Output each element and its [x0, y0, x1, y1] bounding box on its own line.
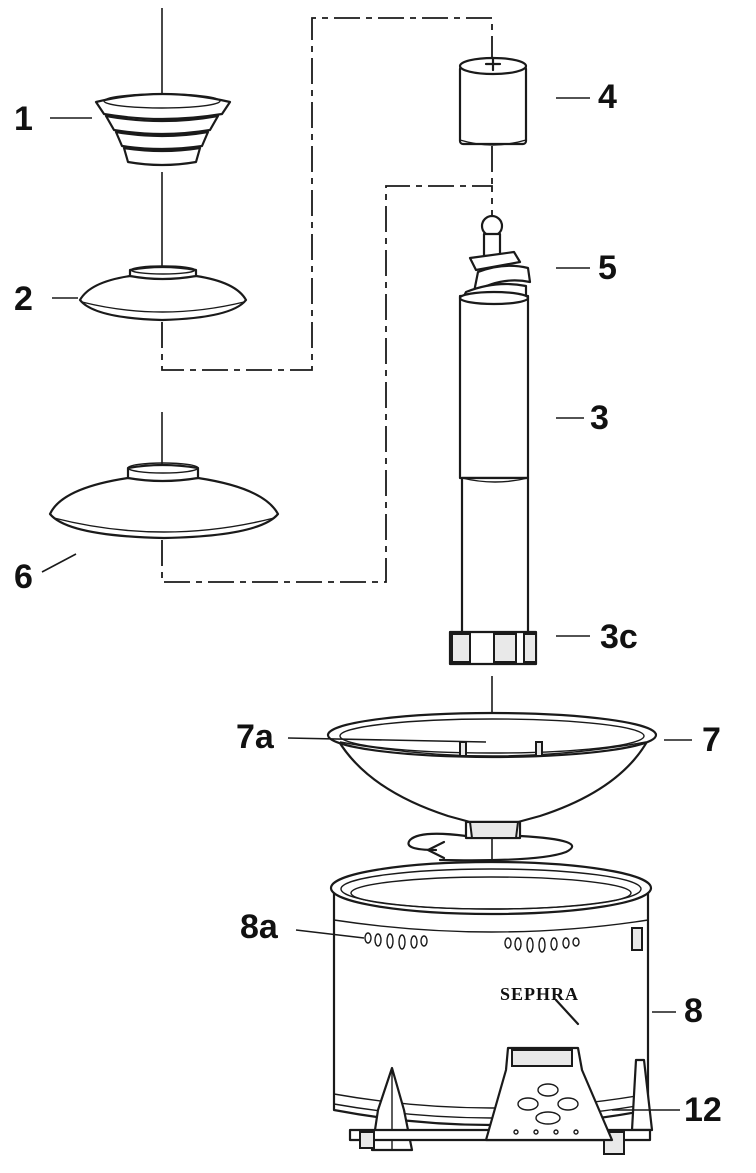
leader-6 [41, 553, 77, 573]
part-5-auger [460, 214, 532, 302]
leader-8a [295, 929, 365, 939]
leader-7a [287, 737, 487, 743]
connector-6-to-5 [161, 185, 493, 583]
callout-8a: 8a [240, 908, 278, 946]
part-1-top-cap [94, 92, 232, 167]
part-3c-base-tabs [448, 630, 538, 666]
part-7-bowl [326, 711, 658, 840]
brand-logo-text: SEPHRA [500, 984, 580, 1004]
callout-7: 7 [702, 721, 721, 759]
callout-5: 5 [598, 249, 617, 287]
callout-4: 4 [598, 78, 617, 116]
callout-12: 12 [684, 1091, 722, 1129]
callout-8: 8 [684, 992, 703, 1030]
vent-slots [364, 932, 580, 953]
part-4-cylinder-cap [458, 56, 528, 146]
callout-3c: 3c [600, 618, 638, 656]
control-panel [484, 1046, 614, 1142]
part-8-base-housing [329, 860, 653, 1127]
part-3-tower [458, 290, 530, 638]
callout-6: 6 [14, 558, 33, 596]
callout-2: 2 [14, 280, 33, 318]
callout-7a: 7a [236, 718, 274, 756]
part-6-large-lid [48, 462, 280, 540]
brand-swoosh [554, 998, 580, 1026]
part-2-small-lid [78, 265, 248, 322]
callout-1: 1 [14, 100, 33, 138]
rotation-arrow [407, 832, 574, 862]
connector-2-to-4 [161, 17, 493, 371]
callout-3: 3 [590, 399, 609, 437]
